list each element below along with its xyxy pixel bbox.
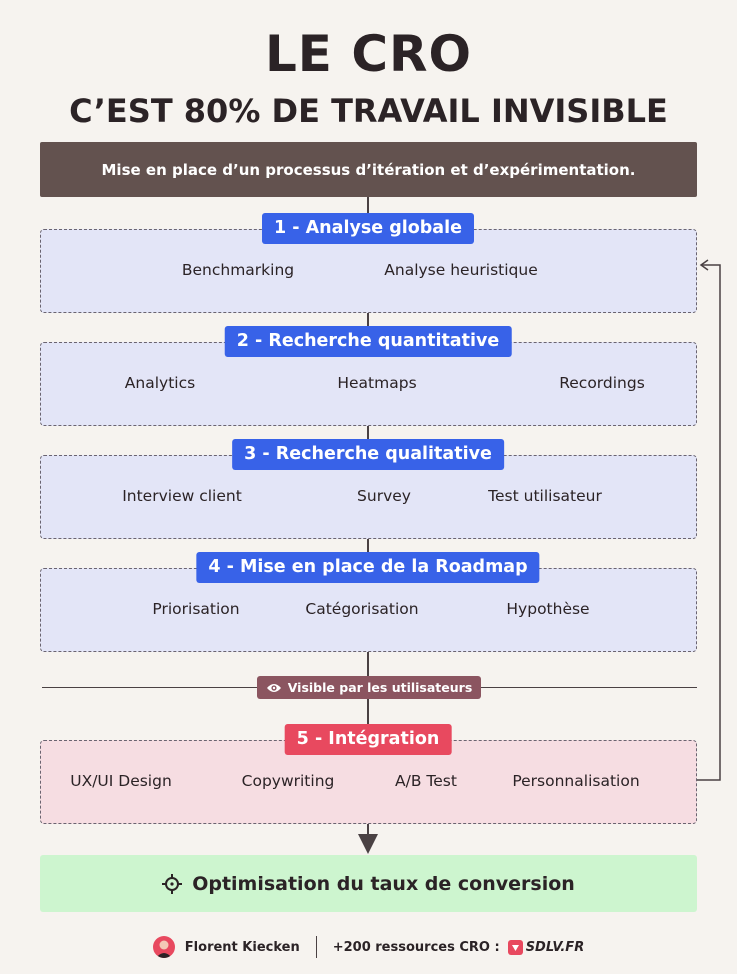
down-arrow-icon <box>358 834 378 854</box>
result-text: Optimisation du taux de conversion <box>192 872 575 895</box>
target-icon <box>162 873 183 894</box>
site-link[interactable]: SDLV.FR <box>525 939 585 955</box>
result-box: Optimisation du taux de conversion <box>40 855 697 912</box>
list-item: Heatmaps <box>337 374 417 392</box>
connector-line <box>367 823 369 837</box>
step-badge-3: 3 - Recherche qualitative <box>232 439 504 470</box>
list-item: UX/UI Design <box>70 772 172 790</box>
list-item: Test utilisateur <box>488 487 602 505</box>
visible-badge: Visible par les utilisateurs <box>257 676 481 699</box>
list-item: Benchmarking <box>181 261 295 279</box>
section-analyse-globale: Benchmarking Analyse heuristique <box>40 229 697 313</box>
list-item: Catégorisation <box>305 600 419 618</box>
list-item: Hypothèse <box>506 600 590 618</box>
step-badge-2: 2 - Recherche quantitative <box>224 326 512 357</box>
list-item: Survey <box>357 487 411 505</box>
connector-line <box>367 538 369 556</box>
page-title: LE CRO <box>264 25 473 83</box>
connector-line <box>367 425 369 443</box>
process-banner-text: Mise en place d’un processus d’itération… <box>101 160 636 179</box>
footer-separator <box>315 936 317 958</box>
list-item: Interview client <box>122 487 242 505</box>
connector-line <box>367 197 369 217</box>
list-item: Analytics <box>124 374 196 392</box>
list-item: A/B Test <box>395 772 457 790</box>
process-banner: Mise en place d’un processus d’itération… <box>40 142 697 197</box>
list-item: Personnalisation <box>512 772 640 790</box>
avatar <box>152 936 175 958</box>
step-badge-1: 1 - Analyse globale <box>262 213 474 244</box>
step-badge-5: 5 - Intégration <box>284 724 452 755</box>
connector-line <box>367 699 369 724</box>
eye-icon <box>266 683 281 692</box>
author-name: Florent Kiecken <box>184 939 300 955</box>
connector-line <box>367 651 369 676</box>
connector-line <box>367 312 369 330</box>
list-item: Recordings <box>559 374 645 392</box>
page-subtitle: C’EST 80% DE TRAVAIL INVISIBLE <box>69 92 668 130</box>
step-badge-4: 4 - Mise en place de la Roadmap <box>196 552 540 583</box>
list-item: Priorisation <box>152 600 240 618</box>
resources-text: +200 ressources CRO : <box>332 939 500 955</box>
list-item: Copywriting <box>241 772 335 790</box>
section-integration: UX/UI Design Copywriting A/B Test Person… <box>40 740 697 824</box>
visible-badge-label: Visible par les utilisateurs <box>287 680 473 695</box>
sdlv-logo-icon <box>507 939 523 955</box>
footer: Florent Kiecken +200 ressources CRO : SD… <box>0 932 737 962</box>
list-item: Analyse heuristique <box>384 261 538 279</box>
